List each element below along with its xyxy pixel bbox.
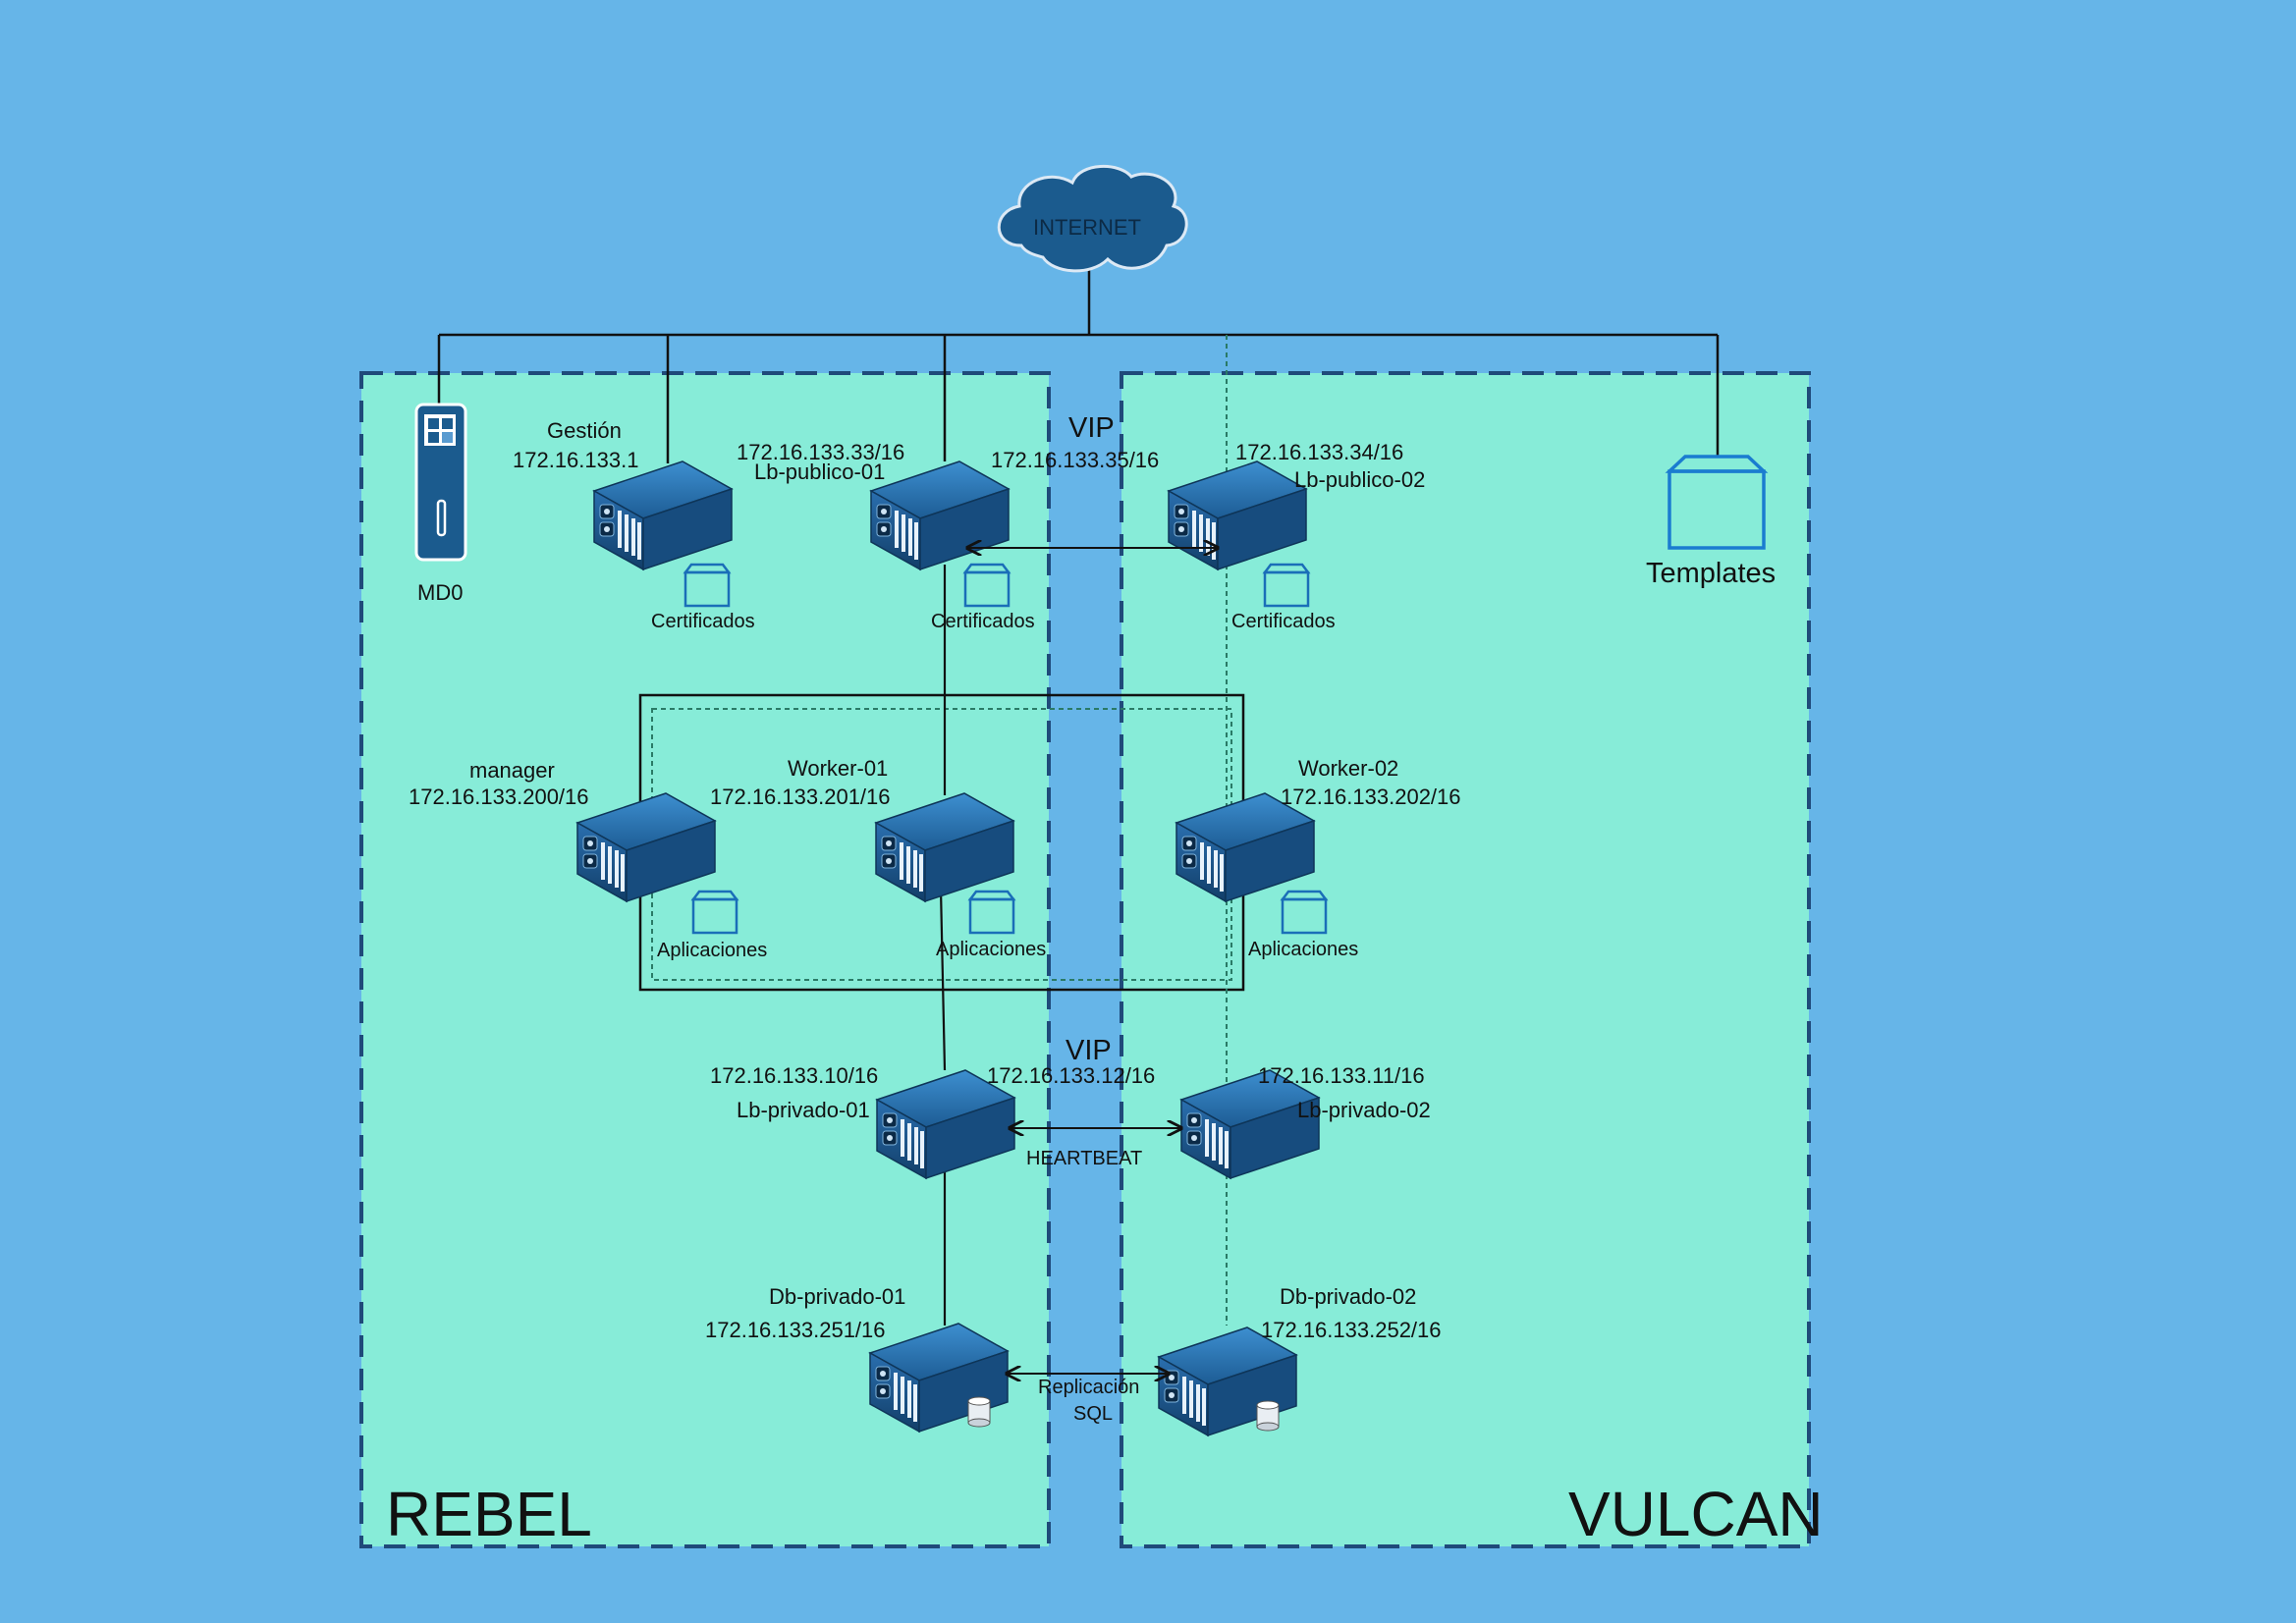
lb-privado-01-name: Lb-privado-01: [737, 1098, 870, 1122]
heartbeat-label: HEARTBEAT: [1026, 1148, 1143, 1169]
lb-privado-02-name: Lb-privado-02: [1297, 1098, 1431, 1122]
templates-icon: [1665, 455, 1769, 550]
vip-top-label: VIP: [1068, 412, 1115, 444]
mdo-device-icon: [414, 403, 467, 562]
lb-publico-01-ip: 172.16.133.33/16: [737, 440, 905, 464]
database-icon: [1256, 1400, 1280, 1432]
lb-publico-02-name: Lb-publico-02: [1294, 467, 1426, 492]
zone-rebel-label: REBEL: [386, 1479, 592, 1549]
zone-vulcan-label: VULCAN: [1568, 1479, 1824, 1549]
worker-01-storage-label: Aplicaciones: [936, 939, 1047, 960]
manager-ip: 172.16.133.200/16: [409, 784, 589, 809]
worker-01-ip: 172.16.133.201/16: [710, 784, 891, 809]
internet-label: INTERNET: [1033, 215, 1141, 240]
worker-02-name: Worker-02: [1298, 756, 1399, 781]
gestion-storage-label: Certificados: [651, 611, 755, 632]
manager-name: manager: [469, 758, 555, 783]
lb-publico-01-name: Lb-publico-01: [754, 460, 886, 484]
manager-storage-label: Aplicaciones: [657, 940, 768, 961]
lb-publico-02-ip: 172.16.133.34/16: [1235, 440, 1404, 464]
templates-label: Templates: [1646, 558, 1777, 589]
internet-bus: [437, 270, 1720, 463]
db-privado-01-ip: 172.16.133.251/16: [705, 1318, 886, 1342]
lb-privado-02-ip: 172.16.133.11/16: [1258, 1063, 1425, 1088]
vip-privado-ip: 172.16.133.12/16: [987, 1063, 1156, 1088]
vip-bottom-label: VIP: [1066, 1035, 1112, 1066]
internet-cloud-icon: [997, 165, 1188, 273]
replication-label-line1: Replicación: [1038, 1377, 1140, 1398]
replication-label-line2: SQL: [1073, 1403, 1114, 1425]
worker-01-name: Worker-01: [788, 756, 889, 781]
db-privado-02-ip: 172.16.133.252/16: [1261, 1318, 1442, 1342]
worker-02-ip: 172.16.133.202/16: [1281, 784, 1461, 809]
db-privado-02-name: Db-privado-02: [1280, 1284, 1417, 1309]
mdo-label: MD0: [417, 580, 464, 605]
worker-02-storage-label: Aplicaciones: [1248, 939, 1359, 960]
db-privado-01-name: Db-privado-01: [769, 1284, 906, 1309]
backbone-left: [939, 565, 947, 1325]
lb-privado-01-ip: 172.16.133.10/16: [710, 1063, 879, 1088]
lb-publico-01-storage-label: Certificados: [931, 611, 1035, 632]
database-icon: [967, 1396, 991, 1428]
gestion-ip: 172.16.133.1: [513, 448, 639, 472]
lb-publico-02-storage-label: Certificados: [1231, 611, 1336, 632]
vip-publico-ip: 172.16.133.35/16: [991, 448, 1160, 472]
gestion-name: Gestión: [547, 418, 622, 443]
